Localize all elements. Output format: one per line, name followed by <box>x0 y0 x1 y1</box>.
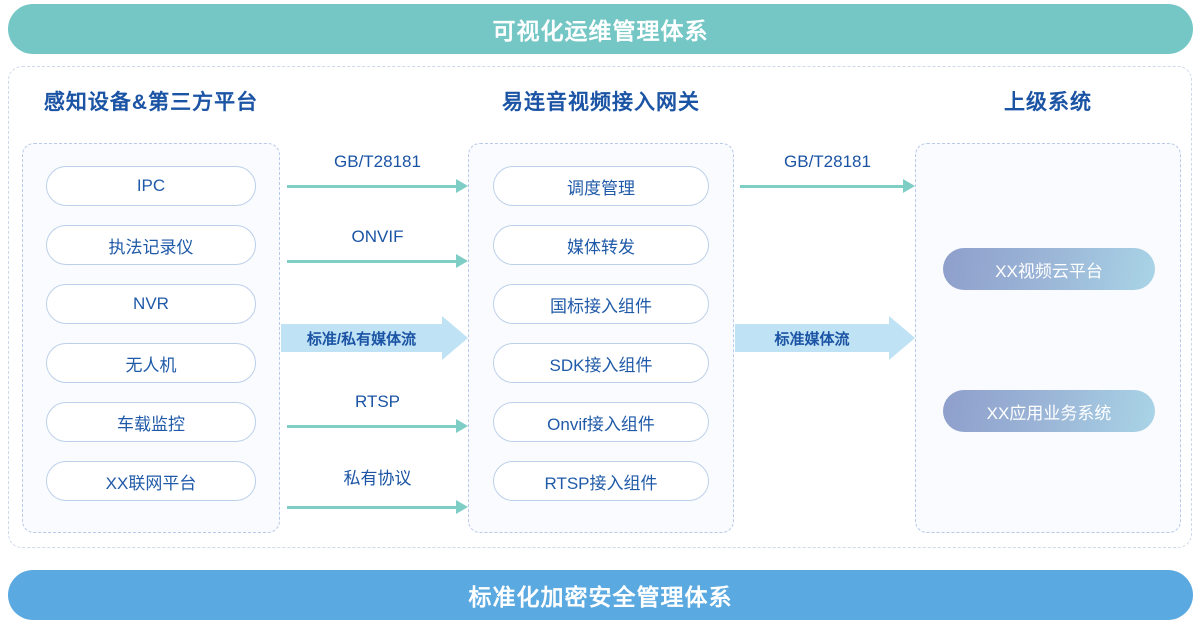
arrow-line <box>287 425 456 428</box>
connector-label-standard-media: 标准媒体流 <box>774 330 850 348</box>
arrow-body <box>281 324 442 352</box>
list-item[interactable]: 执法记录仪 <box>46 225 256 265</box>
list-item[interactable]: 国标接入组件 <box>493 284 709 324</box>
arrow-head-icon <box>456 179 468 193</box>
arrow-line <box>740 185 903 188</box>
bottom-banner-label: 标准化加密安全管理体系 <box>468 584 733 610</box>
connector-label-standard-private-media: 标准/私有媒体流 <box>306 330 417 348</box>
list-item[interactable]: XX联网平台 <box>46 461 256 501</box>
arrow-body <box>735 324 889 352</box>
connector-label-gbt28181-right: GB/T28181 <box>784 152 871 171</box>
connector-arrow-private-protocol <box>287 493 468 523</box>
top-banner-label: 可视化运维管理体系 <box>492 18 709 44</box>
column-title-right: 上级系统 <box>1004 91 1092 114</box>
arrow-head-icon <box>456 500 468 514</box>
connector-label-onvif: ONVIF <box>351 227 404 246</box>
list-item[interactable]: 车载监控 <box>46 402 256 442</box>
arrow-head-icon <box>456 254 468 268</box>
column-title-middle: 易连音视频接入网关 <box>502 91 700 114</box>
list-item[interactable]: 调度管理 <box>493 166 709 206</box>
left-pill-list: IPC 执法记录仪 NVR 无人机 车载监控 XX联网平台 <box>23 144 279 532</box>
list-item[interactable]: IPC <box>46 166 256 206</box>
arrow-head-icon <box>903 179 915 193</box>
connector-arrow-gbt28181-left <box>287 172 468 202</box>
list-item[interactable]: XX视频云平台 <box>943 248 1155 290</box>
list-item[interactable]: Onvif接入组件 <box>493 402 709 442</box>
list-item[interactable]: NVR <box>46 284 256 324</box>
list-item[interactable]: SDK接入组件 <box>493 343 709 383</box>
list-item[interactable]: XX应用业务系统 <box>943 390 1155 432</box>
list-item[interactable]: RTSP接入组件 <box>493 461 709 501</box>
connector-arrow-onvif <box>287 247 468 277</box>
connector-label-private-protocol: 私有协议 <box>343 469 412 488</box>
bottom-banner: 标准化加密安全管理体系 <box>8 570 1193 620</box>
connector-arrow-rtsp <box>287 412 468 442</box>
list-item[interactable]: 无人机 <box>46 343 256 383</box>
arrow-line <box>287 506 456 509</box>
connector-block-arrow-standard-media: 标准媒体流 <box>735 316 915 360</box>
connector-label-rtsp: RTSP <box>354 392 401 411</box>
column-box-left: IPC 执法记录仪 NVR 无人机 车载监控 XX联网平台 <box>22 143 280 533</box>
top-banner: 可视化运维管理体系 <box>8 4 1193 54</box>
column-title-left: 感知设备&第三方平台 <box>43 91 259 114</box>
connector-arrow-gbt28181-right <box>740 172 915 202</box>
middle-pill-list: 调度管理 媒体转发 国标接入组件 SDK接入组件 Onvif接入组件 RTSP接… <box>469 144 733 532</box>
list-item[interactable]: 媒体转发 <box>493 225 709 265</box>
arrow-head-icon <box>889 316 915 360</box>
arrow-line <box>287 185 456 188</box>
column-box-right: XX视频云平台 XX应用业务系统 <box>915 143 1181 533</box>
connector-label-gbt28181-left: GB/T28181 <box>334 152 421 171</box>
arrow-head-icon <box>442 316 468 360</box>
arrow-line <box>287 260 456 263</box>
column-box-middle: 调度管理 媒体转发 国标接入组件 SDK接入组件 Onvif接入组件 RTSP接… <box>468 143 734 533</box>
arrow-head-icon <box>456 419 468 433</box>
connector-block-arrow-standard-private-media: 标准/私有媒体流 <box>281 316 468 360</box>
